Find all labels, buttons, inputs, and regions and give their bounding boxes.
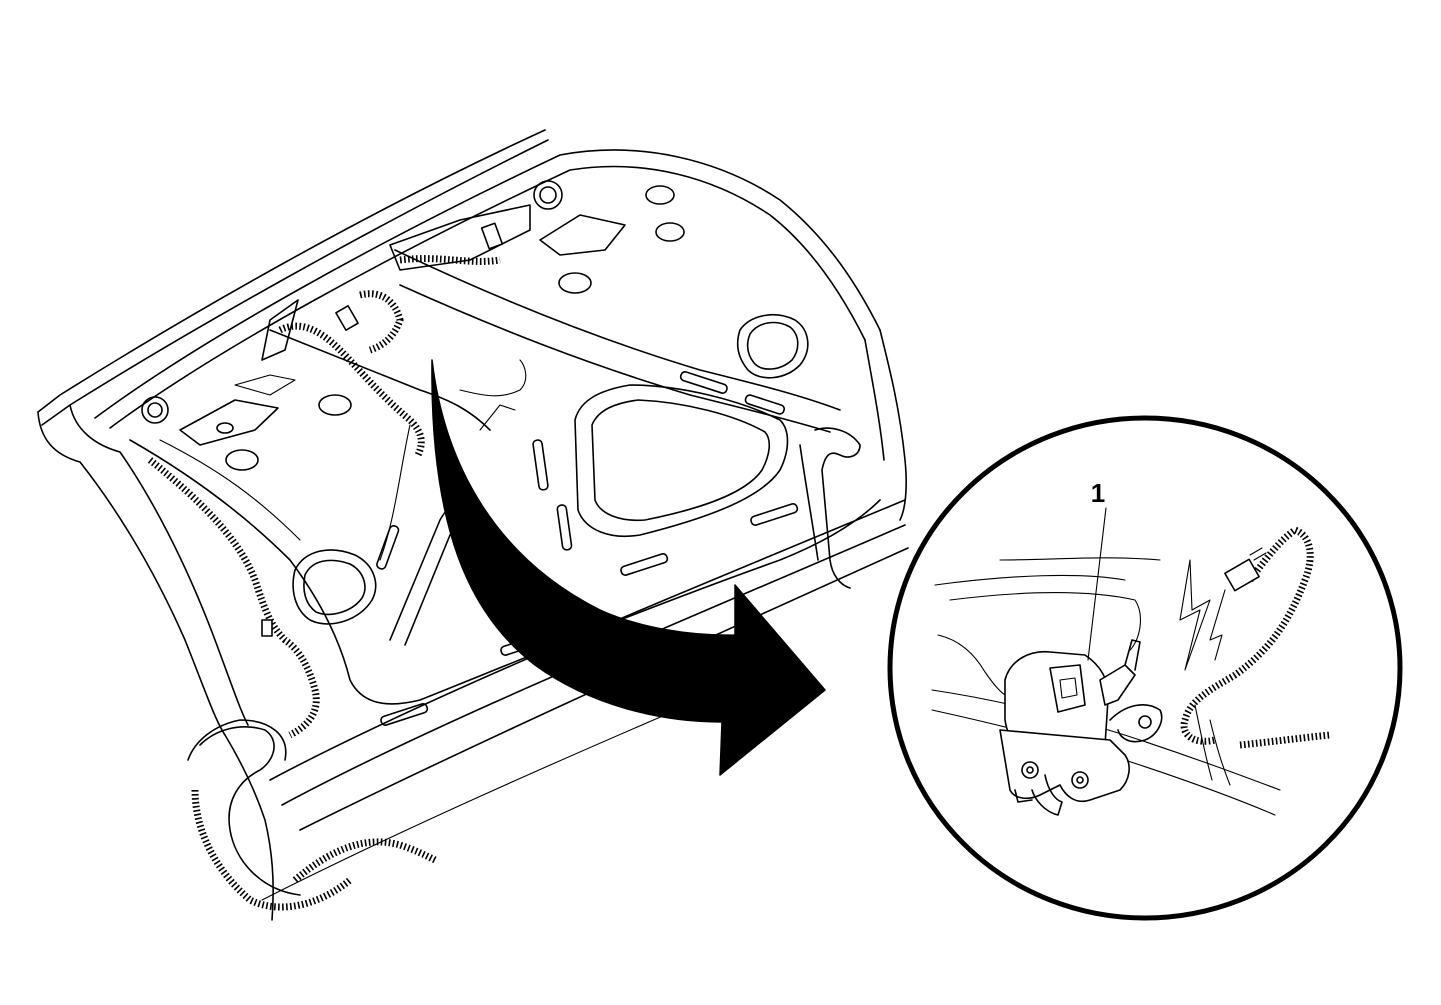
lid-slot-3	[620, 553, 669, 576]
lid-left-side-inner	[69, 404, 249, 726]
latch-actuator	[1049, 664, 1086, 713]
harness-bottom	[292, 838, 437, 883]
latch-bolt-right-in	[1076, 776, 1084, 784]
lid-bottom-lip	[261, 699, 701, 901]
connector-upper	[480, 222, 504, 250]
lid-hole-5	[225, 449, 259, 471]
harness-left-lower	[379, 424, 411, 561]
lid-pocket-left-inner	[303, 559, 366, 616]
detail-connector-pins	[1249, 547, 1267, 561]
detail-lightning-2	[1209, 589, 1226, 661]
lid-bracket-left	[261, 299, 299, 361]
latch-link-rod	[1124, 639, 1141, 671]
lid-lamp-right	[539, 214, 626, 256]
trunk-lid-assembly	[37, 129, 909, 921]
lid-inner-top	[94, 149, 881, 419]
detail-panel-line-2	[949, 591, 1141, 651]
harness-main	[147, 457, 320, 739]
latch-bolt-left-in	[1026, 766, 1034, 774]
detail-panel-line-1	[934, 574, 1126, 586]
lid-slot-7	[532, 439, 549, 491]
latch-striker-slot	[1031, 774, 1063, 816]
lid-hole-1	[645, 185, 675, 205]
latch-bottom-tab	[1014, 789, 1033, 803]
lid-hole-3	[558, 272, 592, 294]
latch-lever	[1099, 664, 1136, 706]
detail-connector	[1224, 558, 1260, 592]
lid-slot-4	[750, 503, 799, 526]
latch-bolt-right	[1071, 771, 1089, 789]
lid-slot-2	[744, 394, 786, 415]
lid-inner-top-2	[109, 165, 866, 429]
lid-bottom-edge	[224, 734, 274, 921]
detail-harness	[1180, 526, 1314, 745]
latch-cable-bracket	[1109, 704, 1163, 743]
detail-panel-line-5	[999, 557, 1161, 561]
latch-bolt-left	[1021, 761, 1039, 779]
lid-pocket-top-inner	[746, 321, 799, 370]
lid-inner-panel-2	[159, 439, 301, 541]
lid-pocket-right	[574, 384, 789, 537]
lid-right-side-2	[864, 339, 885, 461]
lid-seal-bottom-2	[187, 719, 287, 761]
connector-center	[335, 305, 359, 331]
lid-right-rail-2	[799, 444, 819, 561]
lid-pocket-top	[736, 314, 809, 379]
lid-bumper-left-in	[147, 402, 163, 418]
direction-arrow	[431, 359, 826, 776]
latch-cable-eye	[1138, 715, 1152, 729]
lid-outer-edge	[37, 129, 546, 413]
lid-seal-bottom	[199, 726, 301, 896]
connector-lead-1	[459, 359, 527, 397]
latch-base-plate	[999, 729, 1130, 803]
lid-right-rail	[814, 427, 861, 589]
lid-slot-6	[380, 703, 429, 726]
lid-left-side	[37, 411, 226, 736]
detail-panel-line-3	[931, 689, 1281, 791]
harness-upper	[399, 255, 501, 265]
lid-slot-9	[376, 525, 400, 570]
harness-diagonal	[278, 322, 425, 457]
lid-pocket-left	[292, 549, 377, 625]
connector-left	[261, 619, 273, 637]
lid-hole-2	[655, 222, 685, 242]
connector-lead-2	[479, 404, 516, 431]
lid-brace-left	[269, 329, 491, 431]
lid-outer-edge-2	[41, 139, 549, 426]
latch-actuator-detail	[1059, 677, 1078, 699]
harness-center	[359, 290, 404, 354]
detail-panel-line-4	[931, 709, 1276, 816]
callout-leader-1	[1087, 507, 1107, 661]
lid-bracket-upper	[389, 204, 531, 271]
lid-inner-panel	[129, 439, 881, 705]
lid-brace-top	[394, 249, 841, 411]
lid-hole-4	[318, 394, 352, 416]
lid-lamp-left-2	[234, 374, 296, 396]
lid-bumper-right-in	[539, 186, 557, 204]
lid-slot-1	[679, 371, 728, 394]
callout-label-1: 1	[1091, 478, 1105, 508]
latch-detail-view: 1	[887, 415, 1403, 921]
lid-right-side	[879, 329, 907, 521]
detail-panel-line-7	[1194, 704, 1213, 781]
lid-slot-8	[556, 504, 573, 551]
detail-panel-line-6	[1209, 719, 1231, 786]
lid-lower-panel-3	[299, 547, 909, 831]
detail-harness-dashed	[1239, 731, 1331, 749]
lid-bumper-right	[533, 180, 563, 210]
detail-cable	[937, 634, 1006, 696]
detail-lightning	[1179, 559, 1211, 671]
lid-pocket-right-inner	[591, 399, 771, 522]
lid-lamp-left	[179, 399, 279, 446]
lid-bumper-left	[141, 396, 169, 424]
lid-hole-6	[216, 422, 234, 434]
detail-circle	[887, 415, 1403, 921]
lid-stiffener-diag-2	[404, 534, 451, 646]
